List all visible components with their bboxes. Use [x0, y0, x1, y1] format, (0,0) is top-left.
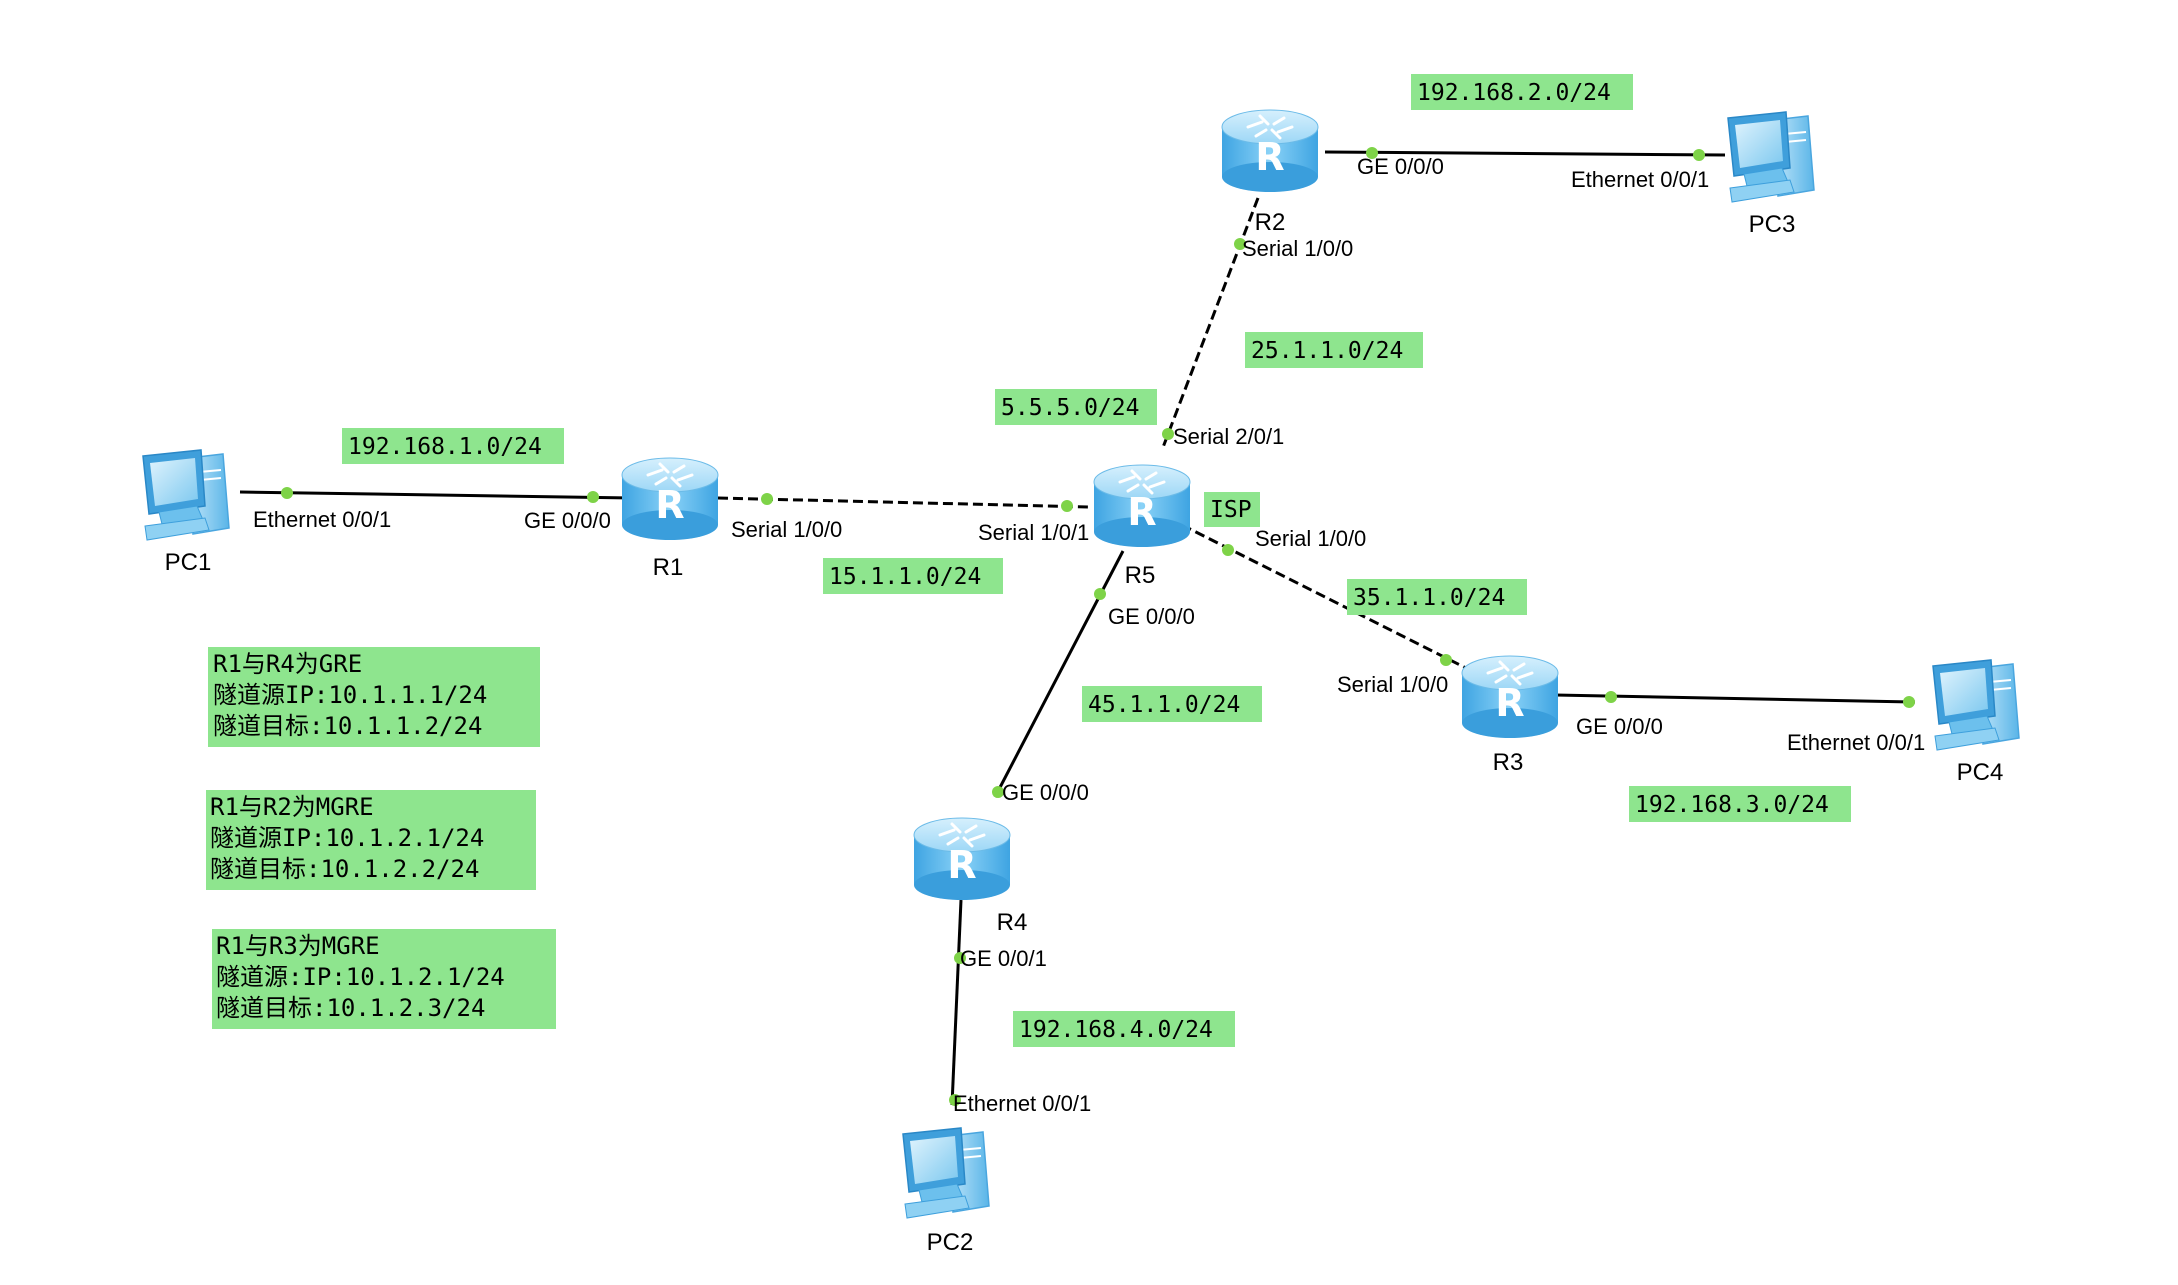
device-name-r1: R1 — [653, 554, 684, 581]
device-names: PC1 R1 R2 PC3 R5 R3 PC4 R4 PC2 — [165, 209, 2004, 1256]
note-destination: 隧道目标:10.1.2.3/24 — [216, 994, 485, 1022]
note-title: R1与R3为MGRE — [216, 932, 380, 960]
port-label-r1-serial: Serial 1/0/0 — [731, 517, 842, 542]
note-destination: 隧道目标:10.1.2.2/24 — [210, 855, 479, 883]
link-r2-pc3 — [1324, 150, 1726, 157]
svg-text:192.168.4.0/24: 192.168.4.0/24 — [1019, 1017, 1213, 1043]
note-destination: 隧道目标:10.1.1.2/24 — [213, 712, 482, 740]
port-label-r2-serial: Serial 1/0/0 — [1242, 236, 1353, 261]
port-label-r1-ge: GE 0/0/0 — [524, 508, 611, 533]
note-source: 隧道源IP:10.1.1.1/24 — [213, 681, 487, 709]
link-r5-r4 — [993, 550, 1125, 798]
pc-pc3[interactable] — [1727, 111, 1815, 203]
device-name-pc3: PC3 — [1749, 211, 1796, 238]
port-dot — [761, 493, 773, 505]
svg-text:5.5.5.0/24: 5.5.5.0/24 — [1001, 395, 1139, 421]
network-labels: 192.168.2.0/24 25.1.1.0/24 5.5.5.0/24 19… — [342, 74, 1851, 1047]
note-title: R1与R2为MGRE — [210, 793, 374, 821]
svg-text:45.1.1.0/24: 45.1.1.0/24 — [1088, 692, 1240, 718]
device-name-pc4: PC4 — [1957, 759, 2004, 786]
svg-text:192.168.3.0/24: 192.168.3.0/24 — [1635, 792, 1829, 818]
port-dot — [1440, 654, 1452, 666]
port-dot — [587, 491, 599, 503]
port-label-r3-ge: GE 0/0/0 — [1576, 714, 1663, 739]
svg-text:ISP: ISP — [1210, 497, 1252, 523]
svg-text:192.168.2.0/24: 192.168.2.0/24 — [1417, 80, 1611, 106]
pc-pc2[interactable] — [902, 1127, 990, 1219]
note-title: R1与R4为GRE — [213, 650, 362, 678]
network-label-15-1-1: 15.1.1.0/24 — [823, 558, 1003, 594]
port-label-r5-serial201: Serial 2/0/1 — [1173, 424, 1284, 449]
port-label-r5-serial101: Serial 1/0/1 — [978, 520, 1089, 545]
port-label-r5-ge: GE 0/0/0 — [1108, 604, 1195, 629]
port-dot — [1061, 500, 1073, 512]
device-name-r4: R4 — [997, 909, 1028, 936]
network-label-isp: ISP — [1204, 492, 1260, 527]
device-name-pc1: PC1 — [165, 549, 212, 576]
device-name-r5: R5 — [1125, 562, 1156, 589]
svg-text:192.168.1.0/24: 192.168.1.0/24 — [348, 434, 542, 460]
network-label-35-1-1: 35.1.1.0/24 — [1347, 579, 1527, 615]
port-dot — [1903, 696, 1915, 708]
pc-pc1[interactable] — [142, 449, 230, 541]
network-label-25-1-1: 25.1.1.0/24 — [1245, 332, 1423, 368]
device-name-pc2: PC2 — [927, 1229, 974, 1256]
port-dot — [954, 952, 966, 964]
network-label-192-168-1: 192.168.1.0/24 — [342, 428, 564, 464]
router-r4[interactable] — [912, 816, 1012, 902]
note-source: 隧道源:IP:10.1.2.1/24 — [216, 963, 505, 991]
port-dot — [1234, 238, 1246, 250]
port-dot — [949, 1094, 961, 1106]
router-r3[interactable] — [1460, 654, 1560, 740]
port-dot — [1366, 147, 1378, 159]
link-pc1-r1 — [239, 490, 633, 500]
tunnel-note-mgre-r3: R1与R3为MGRE 隧道源:IP:10.1.2.1/24 隧道目标:10.1.… — [212, 929, 556, 1029]
svg-text:15.1.1.0/24: 15.1.1.0/24 — [829, 564, 981, 590]
tunnel-note-mgre-r2: R1与R2为MGRE 隧道源IP:10.1.2.1/24 隧道目标:10.1.2… — [206, 790, 536, 890]
router-r1[interactable] — [620, 456, 720, 542]
port-label-r4-ge000: GE 0/0/0 — [1002, 780, 1089, 805]
port-labels: Ethernet 0/0/1 GE 0/0/0 Serial 1/0/0 Ser… — [253, 154, 1925, 1116]
port-label-pc1-eth: Ethernet 0/0/1 — [253, 507, 391, 532]
port-dot — [1605, 691, 1617, 703]
port-label-pc4-eth: Ethernet 0/0/1 — [1787, 730, 1925, 755]
network-label-5-5-5: 5.5.5.0/24 — [995, 389, 1157, 425]
svg-text:25.1.1.0/24: 25.1.1.0/24 — [1251, 338, 1403, 364]
network-label-45-1-1: 45.1.1.0/24 — [1082, 686, 1262, 722]
network-label-192-168-3: 192.168.3.0/24 — [1629, 786, 1851, 822]
link-r4-pc2 — [950, 899, 963, 1106]
port-label-pc2-eth: Ethernet 0/0/1 — [953, 1091, 1091, 1116]
port-dot — [1693, 149, 1705, 161]
port-label-r4-ge001: GE 0/0/1 — [960, 946, 1047, 971]
port-dot — [1094, 588, 1106, 600]
router-r2[interactable] — [1220, 108, 1320, 194]
port-dot — [281, 487, 293, 499]
port-dot — [1222, 544, 1234, 556]
note-source: 隧道源IP:10.1.2.1/24 — [210, 824, 484, 852]
port-label-r2-ge: GE 0/0/0 — [1357, 154, 1444, 179]
port-label-pc3-eth: Ethernet 0/0/1 — [1571, 167, 1709, 192]
tunnel-note-gre-r4: R1与R4为GRE 隧道源IP:10.1.1.1/24 隧道目标:10.1.1.… — [208, 647, 540, 747]
router-r5[interactable] — [1092, 463, 1192, 549]
pc-pc4[interactable] — [1932, 659, 2020, 751]
port-dots — [281, 147, 1915, 1106]
link-r1-r5-serial — [717, 496, 1091, 509]
port-label-r5-serial100: Serial 1/0/0 — [1255, 526, 1366, 551]
port-label-r3-serial: Serial 1/0/0 — [1337, 672, 1448, 697]
device-name-r3: R3 — [1493, 749, 1524, 776]
device-name-r2: R2 — [1255, 209, 1286, 236]
port-dot — [1162, 428, 1174, 440]
svg-text:35.1.1.0/24: 35.1.1.0/24 — [1353, 585, 1505, 611]
port-dot — [992, 786, 1004, 798]
network-label-192-168-2: 192.168.2.0/24 — [1411, 74, 1633, 110]
network-label-192-168-4: 192.168.4.0/24 — [1013, 1011, 1235, 1047]
